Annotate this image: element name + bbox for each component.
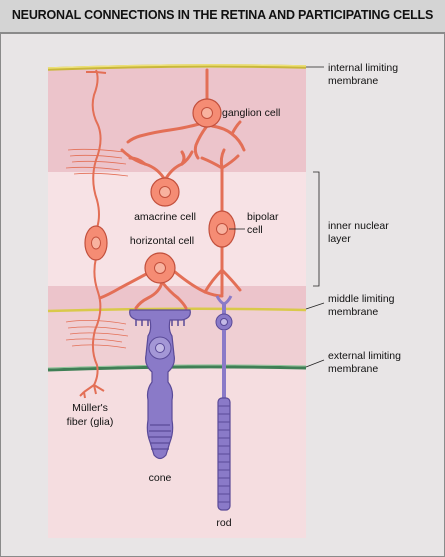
bipolar-axon-and-dendrites <box>200 148 242 296</box>
label-inner-nuclear-line1: inner nuclear <box>328 220 389 232</box>
label-amacrine-cell: amacrine cell <box>134 211 196 223</box>
rod-cell <box>215 295 233 511</box>
external-limiting-membrane-highlight <box>47 364 307 369</box>
horizontal-cell-nucleus <box>154 262 166 274</box>
internal-limiting-membrane-highlight <box>47 64 307 69</box>
label-ganglion-cell: ganglion cell <box>222 107 280 119</box>
figure-title: NEURONAL CONNECTIONS IN THE RETINA AND P… <box>11 8 434 22</box>
middle-membrane-leader <box>305 302 325 310</box>
label-horizontal-cell: horizontal cell <box>130 235 194 247</box>
ganglion-cell-nucleus <box>201 107 213 119</box>
inner-nuclear-bracket <box>313 171 320 287</box>
label-external-line1: external limiting <box>328 350 401 362</box>
label-internal-line1: internal limiting <box>328 62 398 74</box>
ganglion-dendrites <box>126 68 246 160</box>
label-rod: rod <box>216 517 231 529</box>
amacrine-dendrites <box>120 148 194 182</box>
middle-limiting-membrane <box>47 307 307 313</box>
external-membrane-leader <box>305 359 325 368</box>
label-internal-line2: membrane <box>328 75 378 87</box>
label-middle-line1: middle limiting <box>328 293 395 305</box>
label-cone: cone <box>149 472 172 484</box>
cone-cell <box>129 309 191 460</box>
label-middle-line2: membrane <box>328 306 378 318</box>
ganglion-layer-band <box>48 68 306 172</box>
label-inner-nuclear-line2: layer <box>328 233 351 245</box>
rod-discs <box>218 405 230 503</box>
label-muller-line1: Müller's <box>72 402 108 414</box>
label-muller-line2: fiber (glia) <box>67 416 114 428</box>
label-bipolar-line1: bipolar <box>247 211 279 223</box>
title-bar: NEURONAL CONNECTIONS IN THE RETINA AND P… <box>0 0 445 34</box>
label-bipolar-line2: cell <box>247 224 263 236</box>
muller-cell-nucleus <box>91 236 101 250</box>
bipolar-cell-nucleus <box>216 223 228 235</box>
muller-fiber <box>65 69 129 399</box>
internal-limiting-membrane <box>47 64 307 71</box>
horizontal-dendrites <box>98 270 224 310</box>
amacrine-cell-nucleus <box>159 186 171 198</box>
label-external-line2: membrane <box>328 363 378 375</box>
external-limiting-membrane <box>47 365 307 372</box>
